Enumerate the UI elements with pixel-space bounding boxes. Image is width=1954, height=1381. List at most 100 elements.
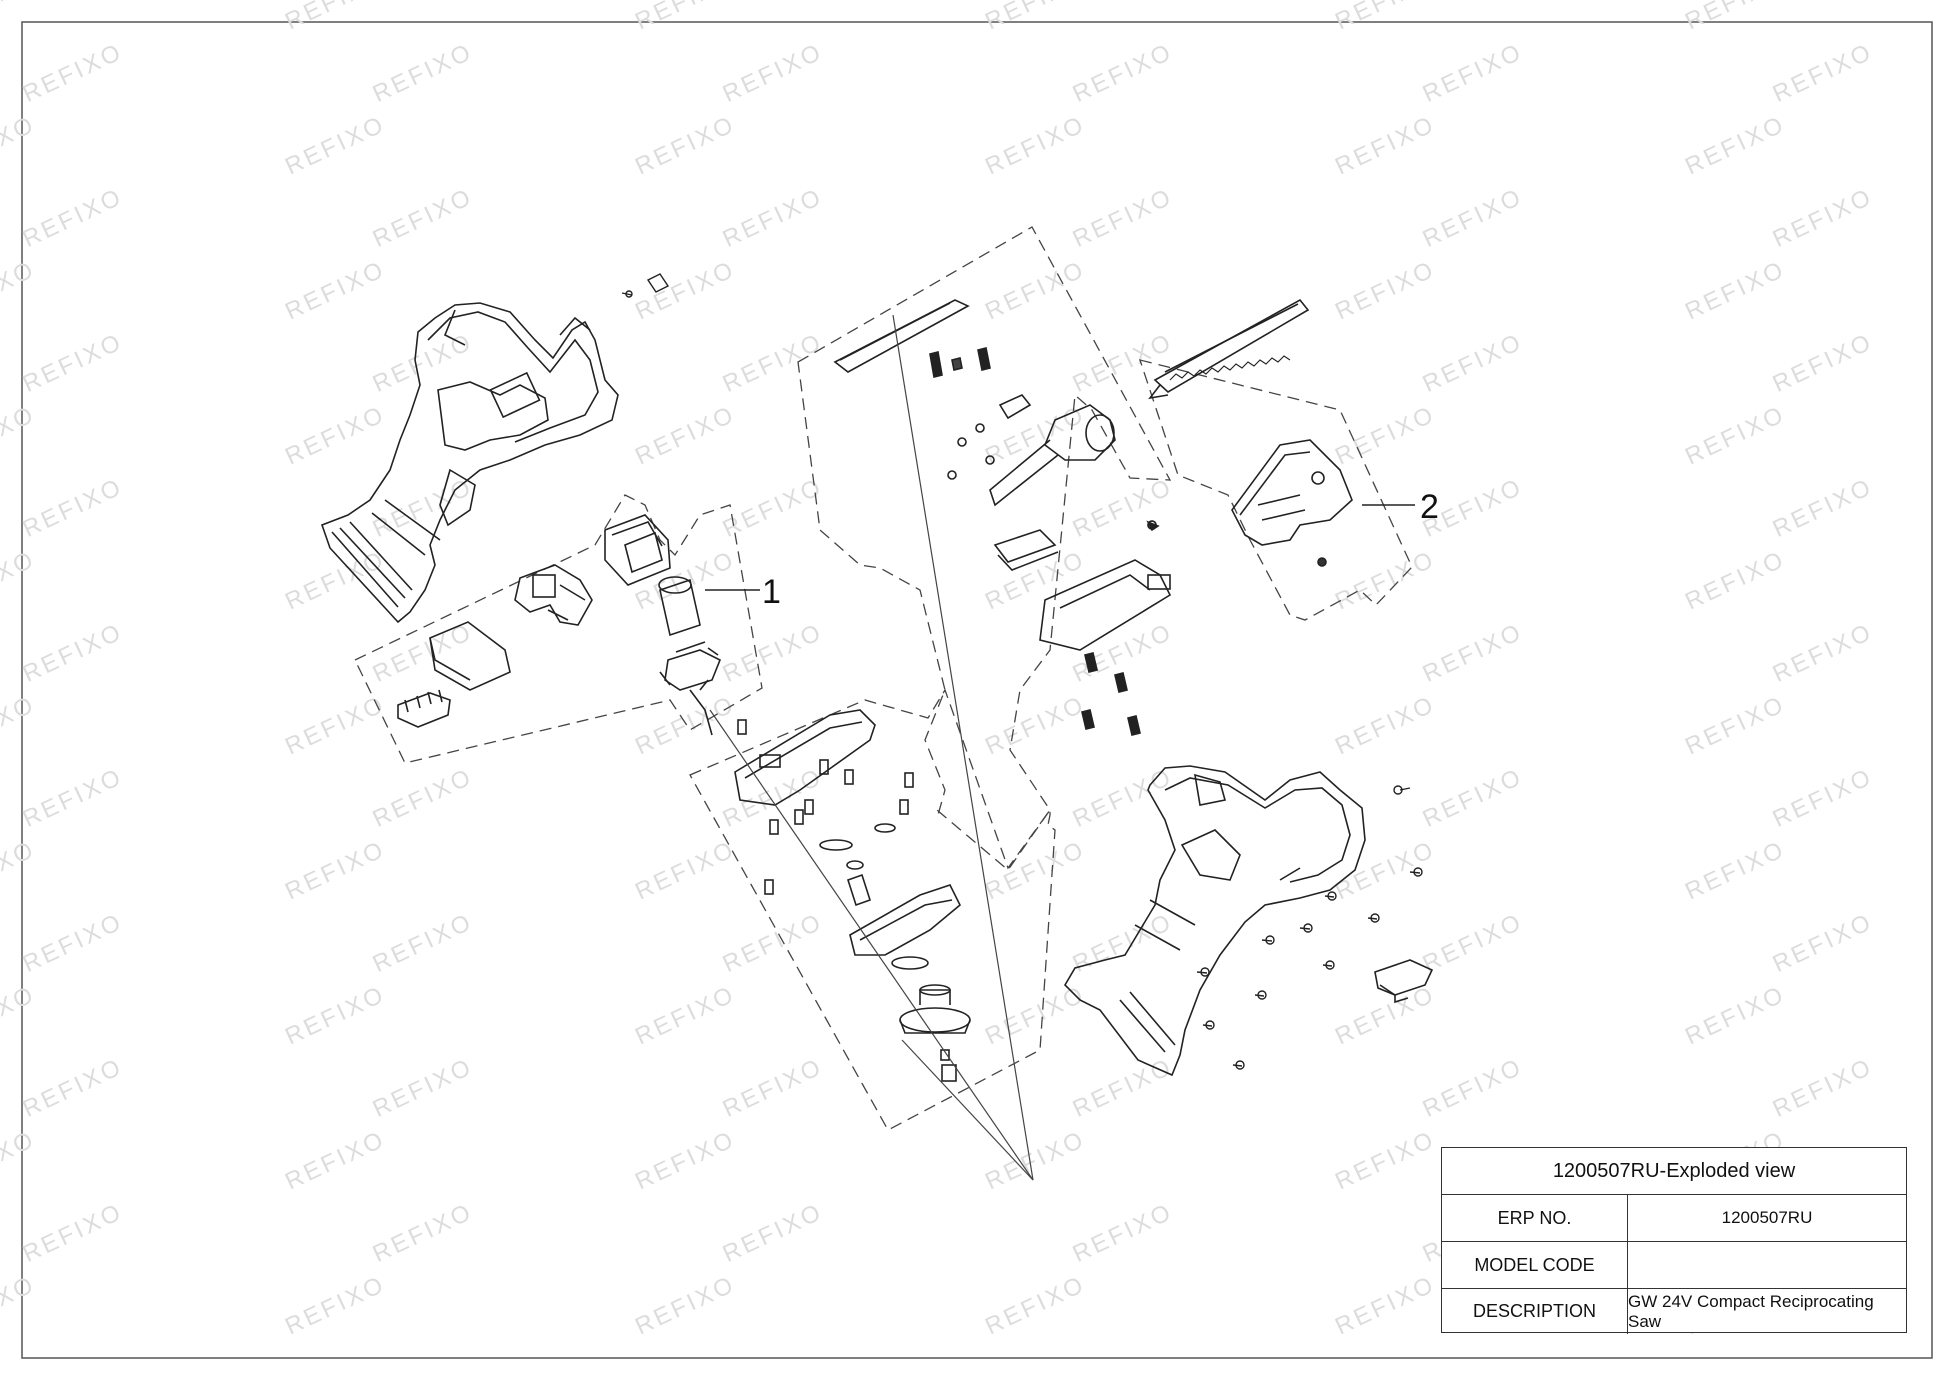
watermark-text: REFIXO [1069, 328, 1178, 398]
watermark-text: REFIXO [1069, 473, 1178, 543]
clamp-housing [1147, 439, 1353, 567]
watermark-text: REFIXO [631, 0, 740, 35]
watermark-text: REFIXO [19, 618, 128, 688]
watermark-text: REFIXO [19, 1053, 128, 1123]
watermark-text: REFIXO [369, 618, 478, 688]
watermark-text: REFIXO [631, 1271, 740, 1341]
watermark-text: REFIXO [19, 328, 128, 398]
watermark-text: REFIXO [1769, 38, 1878, 108]
title-block: 1200507RU-Exploded view ERP NO. 1200507R… [1441, 1147, 1907, 1334]
watermark-text: REFIXO [281, 401, 390, 471]
watermark-text: REFIXO [1069, 38, 1178, 108]
title-block-title: 1200507RU-Exploded view [1442, 1148, 1906, 1195]
watermark-text: REFIXO [631, 836, 740, 906]
watermark-text: REFIXO [1419, 38, 1528, 108]
watermark-text: REFIXO [631, 256, 740, 326]
callout-1: 1 [762, 573, 781, 611]
watermark-text: REFIXO [281, 256, 390, 326]
callout-2: 2 [1420, 488, 1439, 526]
watermark-text: REFIXO [981, 836, 1090, 906]
right-housing-half [1063, 765, 1366, 1077]
watermark-text: REFIXO [0, 981, 40, 1051]
watermark-text: REFIXO [281, 691, 390, 761]
watermark-text: REFIXO [0, 1271, 40, 1341]
watermark-text: REFIXO [981, 0, 1090, 35]
watermark-text: REFIXO [631, 981, 740, 1051]
watermark-text: REFIXO [1769, 1053, 1878, 1123]
watermark-text: REFIXO [1419, 763, 1528, 833]
watermark-text: REFIXO [369, 1198, 478, 1268]
watermark-text: REFIXO [631, 691, 740, 761]
watermark-text: REFIXO [281, 836, 390, 906]
watermark-text: REFIXO [19, 473, 128, 543]
watermark-text: REFIXO [1769, 908, 1878, 978]
latch-cap [1374, 959, 1434, 1004]
watermark-text: REFIXO [1331, 0, 1440, 35]
watermark-text: REFIXO [1681, 111, 1790, 181]
watermark-text: REFIXO [281, 0, 390, 35]
watermark-text: REFIXO [1681, 836, 1790, 906]
watermark-text: REFIXO [369, 38, 478, 108]
watermark-text: REFIXO [0, 111, 40, 181]
watermark-text: REFIXO [19, 908, 128, 978]
small-screws-left [621, 273, 670, 298]
watermark-text: REFIXO [981, 1271, 1090, 1341]
watermark-text: REFIXO [281, 1126, 390, 1196]
watermark-text: REFIXO [719, 473, 828, 543]
title-block-row-model: MODEL CODE [1442, 1242, 1906, 1289]
watermark-text: REFIXO [19, 763, 128, 833]
watermark-text: REFIXO [281, 1271, 390, 1341]
watermark-text: REFIXO [369, 908, 478, 978]
watermark-text: REFIXO [1419, 328, 1528, 398]
watermark-text: REFIXO [1419, 183, 1528, 253]
watermark-text: REFIXO [0, 836, 40, 906]
watermark-text: REFIXO [281, 981, 390, 1051]
watermark-text: REFIXO [1419, 1053, 1528, 1123]
erp-label: ERP NO. [1442, 1195, 1628, 1241]
watermark-text: REFIXO [1069, 1198, 1178, 1268]
gearbox-parts [734, 709, 971, 1082]
watermark-text: REFIXO [719, 1053, 828, 1123]
watermark-text: REFIXO [1331, 1271, 1440, 1341]
watermark-text: REFIXO [1681, 981, 1790, 1051]
watermark-text: REFIXO [1331, 111, 1440, 181]
description-label: DESCRIPTION [1442, 1289, 1628, 1334]
watermark-text: REFIXO [981, 1126, 1090, 1196]
watermark-text: REFIXO [1331, 401, 1440, 471]
title-block-row-description: DESCRIPTION GW 24V Compact Reciprocating… [1442, 1289, 1906, 1334]
watermark-text: REFIXO [369, 473, 478, 543]
watermark-text: REFIXO [1069, 183, 1178, 253]
watermark-text: REFIXO [281, 111, 390, 181]
right-housing-screws [1196, 785, 1423, 1070]
saw-blade [1148, 298, 1310, 400]
watermark-text: REFIXO [1769, 183, 1878, 253]
watermark-text: REFIXO [719, 618, 828, 688]
watermark-text: REFIXO [1069, 908, 1178, 978]
watermark-text: REFIXO [981, 546, 1090, 616]
watermark-text: REFIXO [1331, 836, 1440, 906]
watermark-text: REFIXO [369, 1053, 478, 1123]
watermark-text: REFIXO [0, 546, 40, 616]
watermark-text: REFIXO [1681, 691, 1790, 761]
watermark-text: REFIXO [1069, 1053, 1178, 1123]
watermark-text: REFIXO [1331, 256, 1440, 326]
watermark-text: REFIXO [631, 546, 740, 616]
description-value: GW 24V Compact Reciprocating Saw [1628, 1291, 1874, 1331]
model-code-label: MODEL CODE [1442, 1242, 1628, 1288]
title-block-row-erp: ERP NO. 1200507RU [1442, 1195, 1906, 1242]
watermark-text: REFIXO [631, 401, 740, 471]
watermark-text: REFIXO [369, 763, 478, 833]
watermark-text: REFIXO [1419, 908, 1528, 978]
blade-clamp-parts [833, 299, 1172, 736]
watermark-text: REFIXO [369, 328, 478, 398]
watermark-text: REFIXO [0, 1126, 40, 1196]
watermark-text: REFIXO [19, 183, 128, 253]
watermark-text: REFIXO [19, 38, 128, 108]
watermark-text: REFIXO [719, 38, 828, 108]
watermark-text: REFIXO [631, 1126, 740, 1196]
watermark-text: REFIXO [719, 1198, 828, 1268]
watermark-text: REFIXO [19, 1198, 128, 1268]
watermark-text: REFIXO [1681, 401, 1790, 471]
